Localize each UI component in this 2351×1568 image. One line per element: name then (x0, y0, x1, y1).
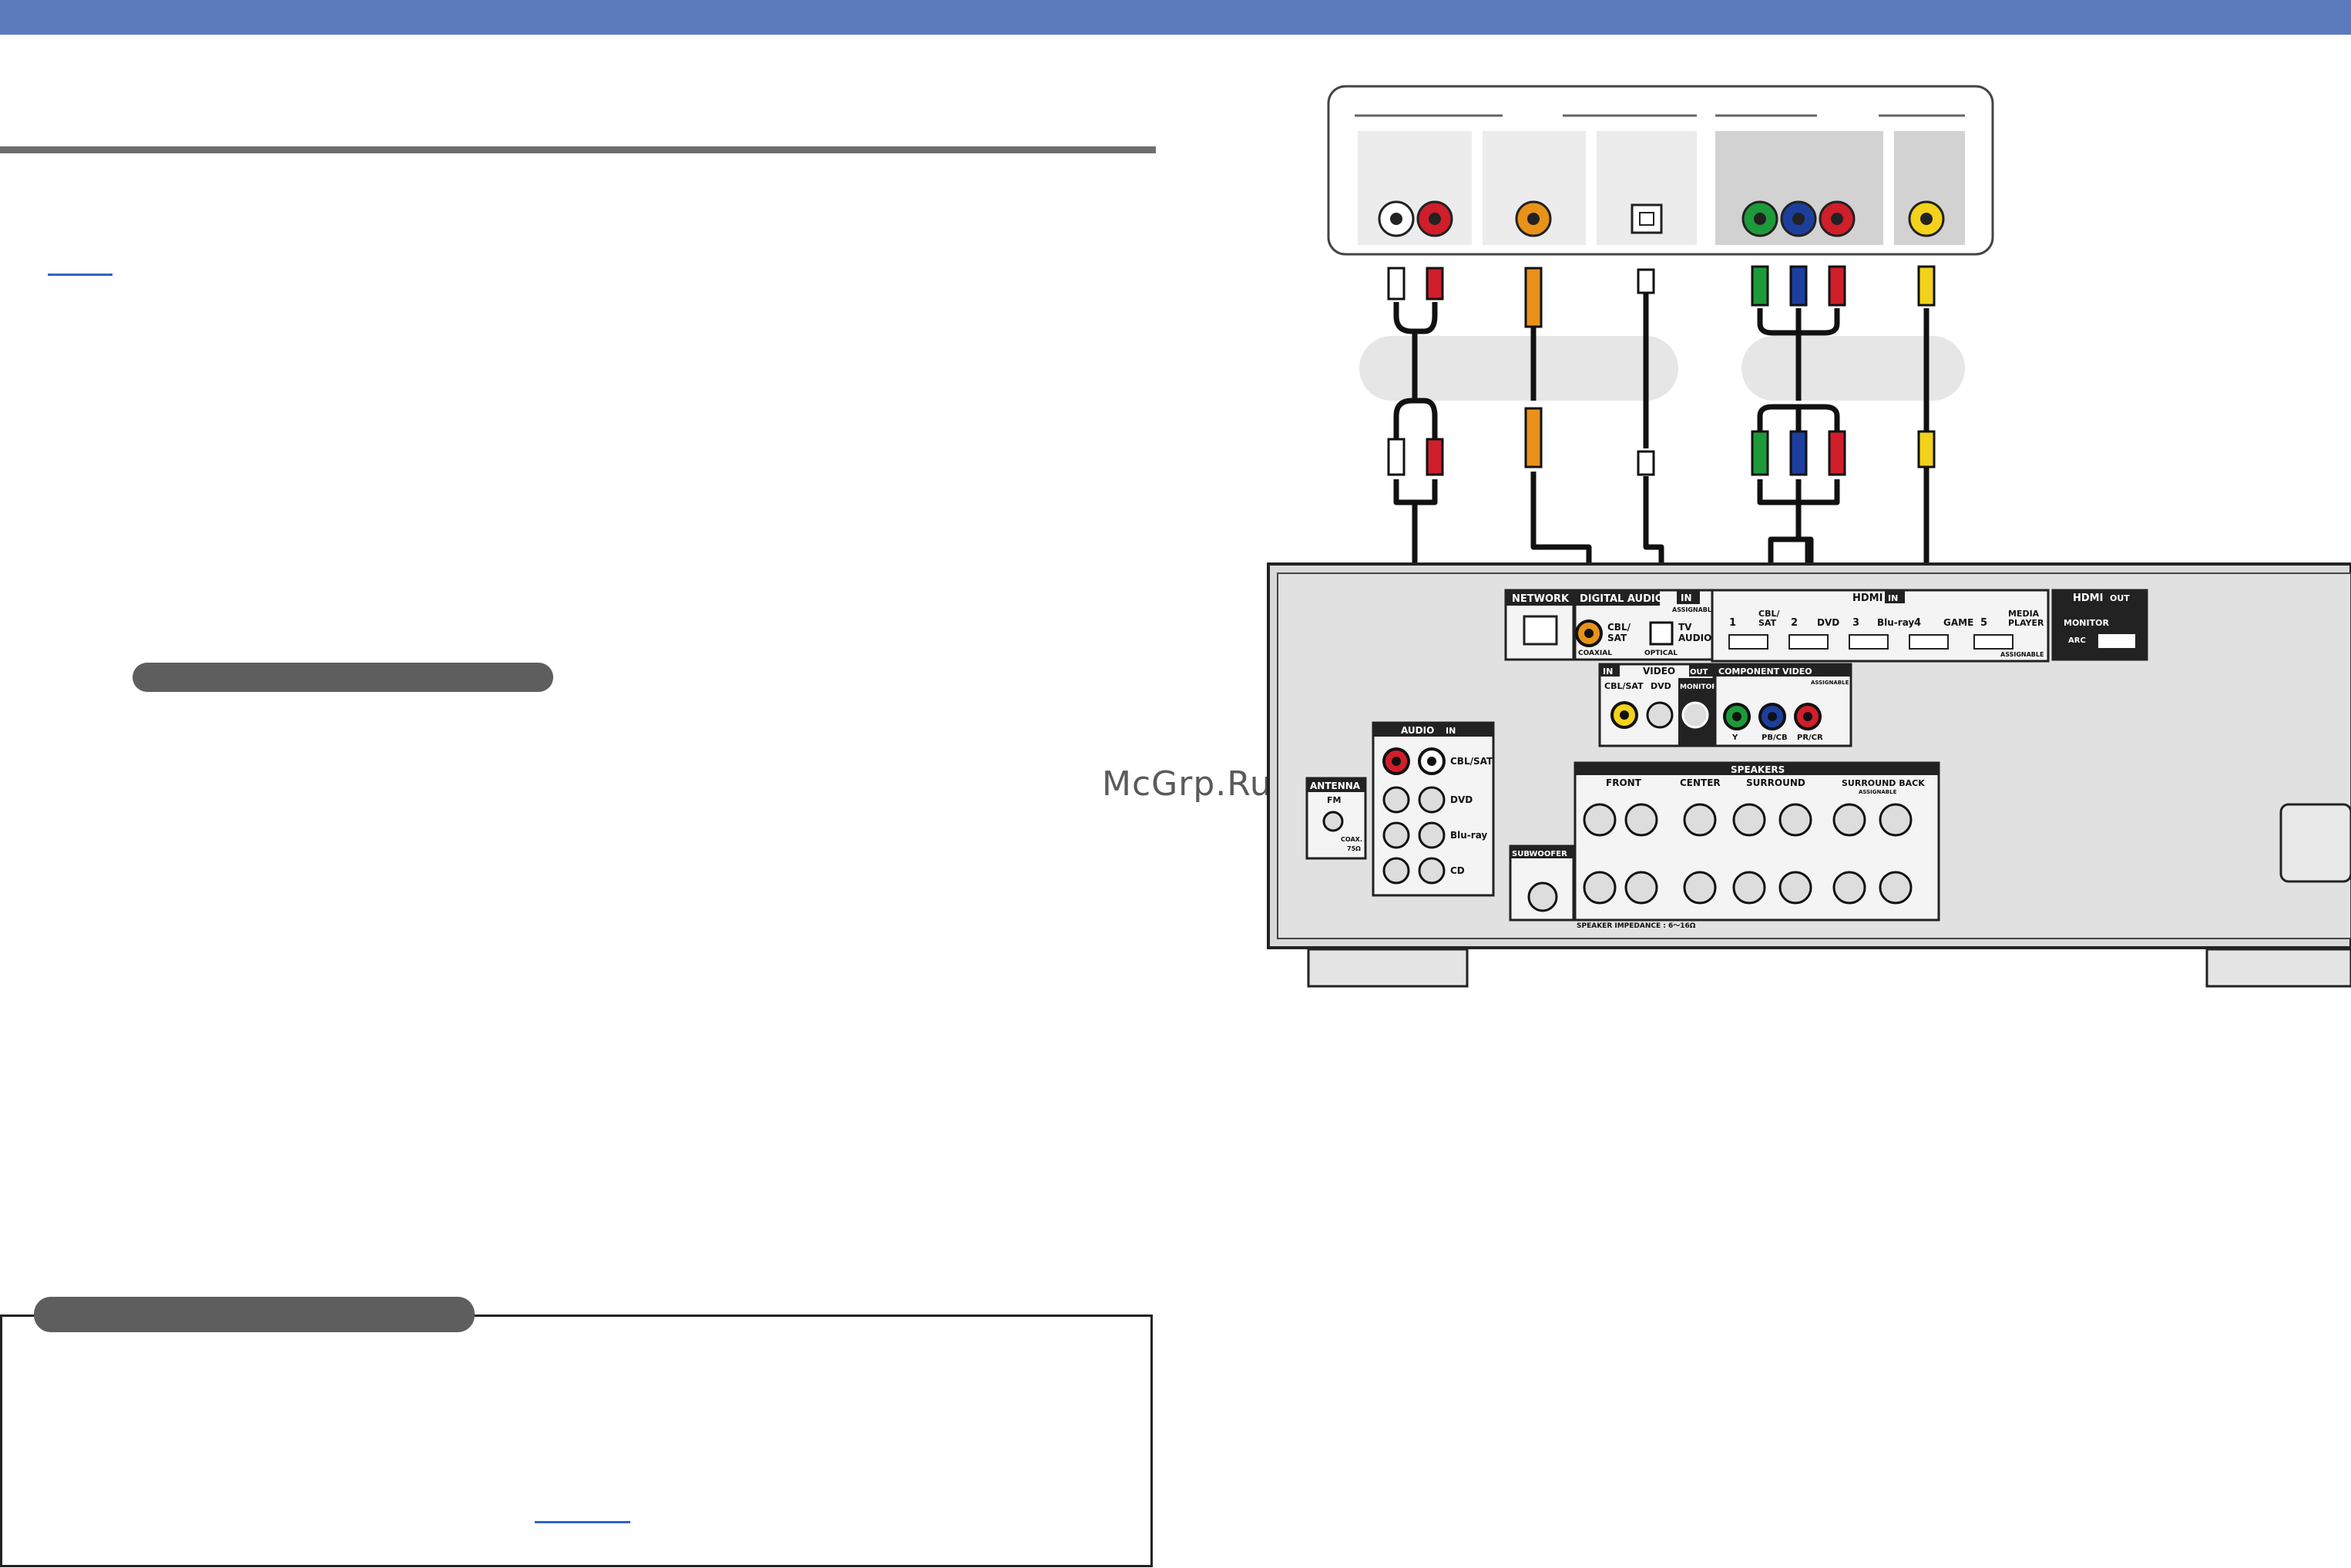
receiver-rear-panel: NETWORK DIGITAL AUDIO IN ASSIGNABLE CBL/… (1267, 562, 2351, 988)
hdmi-in-tag: IN (1888, 593, 1898, 603)
coaxial-label: COAXIAL (1578, 650, 1612, 657)
source-video-jack (1908, 200, 1945, 237)
video-in-tag: IN (1603, 666, 1613, 677)
source-optical-jack (1631, 203, 1663, 234)
hdmi-game-label: GAME (1943, 617, 1973, 628)
watermark: McGrp.Ru (1102, 764, 1272, 804)
surround-back-label: SURROUND BACK (1842, 778, 1925, 788)
digital-assignable-label: ASSIGNABLE (1672, 606, 1715, 613)
optical-in-jack (1649, 621, 1674, 646)
hdmi-input-2-label: 2 (1791, 617, 1798, 629)
audio-dvd-label: DVD (1450, 794, 1473, 805)
hdmi-input-3-label: 3 (1852, 617, 1859, 629)
network-label: NETWORK (1512, 593, 1570, 605)
hdmi-input-5-label: 5 (1980, 617, 1987, 629)
audio-plugs-top (1387, 267, 1444, 301)
optical-label: OPTICAL (1644, 650, 1678, 657)
speaker-impedance-label: SPEAKER IMPEDANCE : 6～16Ω (1577, 922, 1696, 930)
note-heading-bar (34, 1297, 475, 1332)
hdmi-sat-label: SAT (1758, 618, 1777, 628)
video-cable-band (1741, 336, 1965, 401)
component-video-label: COMPONENT VIDEO (1718, 666, 1812, 677)
video-plugs (1917, 265, 1936, 468)
video-cblsat-label: CBL/SAT (1604, 681, 1644, 691)
coax-label: COAX. (1341, 836, 1362, 843)
hdmi-bluray-label: Blu-ray (1877, 617, 1914, 628)
antenna-label: ANTENNA (1310, 781, 1361, 791)
hdmi-in-label: HDMI (1852, 593, 1882, 604)
section-rule (0, 146, 1156, 153)
note-link[interactable] (535, 1521, 630, 1523)
ohm-label: 75Ω (1347, 845, 1361, 852)
coax-cbl-label: CBL/ (1607, 622, 1631, 633)
audio-cd-label: CD (1450, 865, 1465, 876)
speaker-terminals (1583, 803, 1913, 905)
hdmi-input-4-label: 4 (1914, 617, 1921, 629)
hdmi-arc-label: ARC (2068, 636, 2086, 645)
note-box (0, 1315, 1153, 1567)
video-dvd-label: DVD (1651, 681, 1671, 691)
hdmi-player-label: PLAYER (2008, 618, 2044, 628)
component-assignable-label: ASSIGNABLE (1811, 680, 1849, 686)
hdmi-dvd-label: DVD (1817, 617, 1839, 628)
component-pr-label: PR/CR (1797, 734, 1823, 742)
digital-in-label: IN (1681, 593, 1692, 603)
source-device-panel (1327, 85, 1994, 256)
hdmi-out-label: HDMI (2073, 593, 2103, 604)
audio-cable-band (1359, 336, 1678, 401)
hdmi-assignable-label: ASSIGNABLE (2000, 651, 2044, 658)
audio-in-tag: IN (1446, 726, 1456, 736)
digital-audio-label: DIGITAL AUDIO (1580, 593, 1664, 605)
hdmi-input-1-label: 1 (1729, 617, 1736, 629)
fm-label: FM (1327, 795, 1341, 805)
audio-cblsat-label: CBL/SAT (1450, 756, 1493, 767)
optical-tv-label: TV (1678, 622, 1692, 633)
audio-bluray-label: Blu-ray (1450, 830, 1487, 841)
front-label: FRONT (1606, 777, 1642, 788)
source-audio-jack-white (1378, 200, 1415, 237)
hdmi-out-tag: OUT (2110, 593, 2130, 603)
source-audio-jack-red (1416, 200, 1453, 237)
source-component-y-jack (1741, 200, 1778, 237)
source-component-pr-jack (1819, 200, 1856, 237)
component-pb-label: PB/CB (1762, 734, 1788, 742)
subheading-bar (133, 663, 553, 692)
source-component-pb-jack (1780, 200, 1817, 237)
component-plugs (1751, 265, 1846, 476)
page-link[interactable] (48, 274, 113, 276)
hdmi-cbl-label: CBL/ (1758, 609, 1780, 619)
subwoofer-label: SUBWOOFER (1512, 850, 1567, 858)
surround-label: SURROUND (1746, 777, 1805, 788)
video-label: VIDEO (1643, 666, 1675, 677)
audio-plugs-bottom (1387, 438, 1444, 476)
speakers-label: SPEAKERS (1731, 764, 1785, 775)
optical-plugs (1637, 268, 1655, 476)
center-label: CENTER (1680, 777, 1721, 788)
hdmi-media-label: MEDIA (2008, 609, 2040, 619)
video-monitor-label: MONITOR (1680, 683, 1717, 691)
coaxial-plugs (1524, 267, 1543, 468)
surround-back-assignable-label: ASSIGNABLE (1859, 789, 1897, 795)
optical-audio-label: AUDIO (1678, 633, 1711, 643)
video-out-tag: OUT (1690, 668, 1708, 677)
component-y-label: Y (1731, 734, 1738, 742)
hdmi-monitor-label: MONITOR (2064, 618, 2109, 628)
source-coaxial-jack (1515, 200, 1552, 237)
coax-sat-label: SAT (1607, 633, 1627, 643)
header-bar (0, 0, 2351, 35)
audio-in-label: AUDIO (1401, 725, 1434, 736)
